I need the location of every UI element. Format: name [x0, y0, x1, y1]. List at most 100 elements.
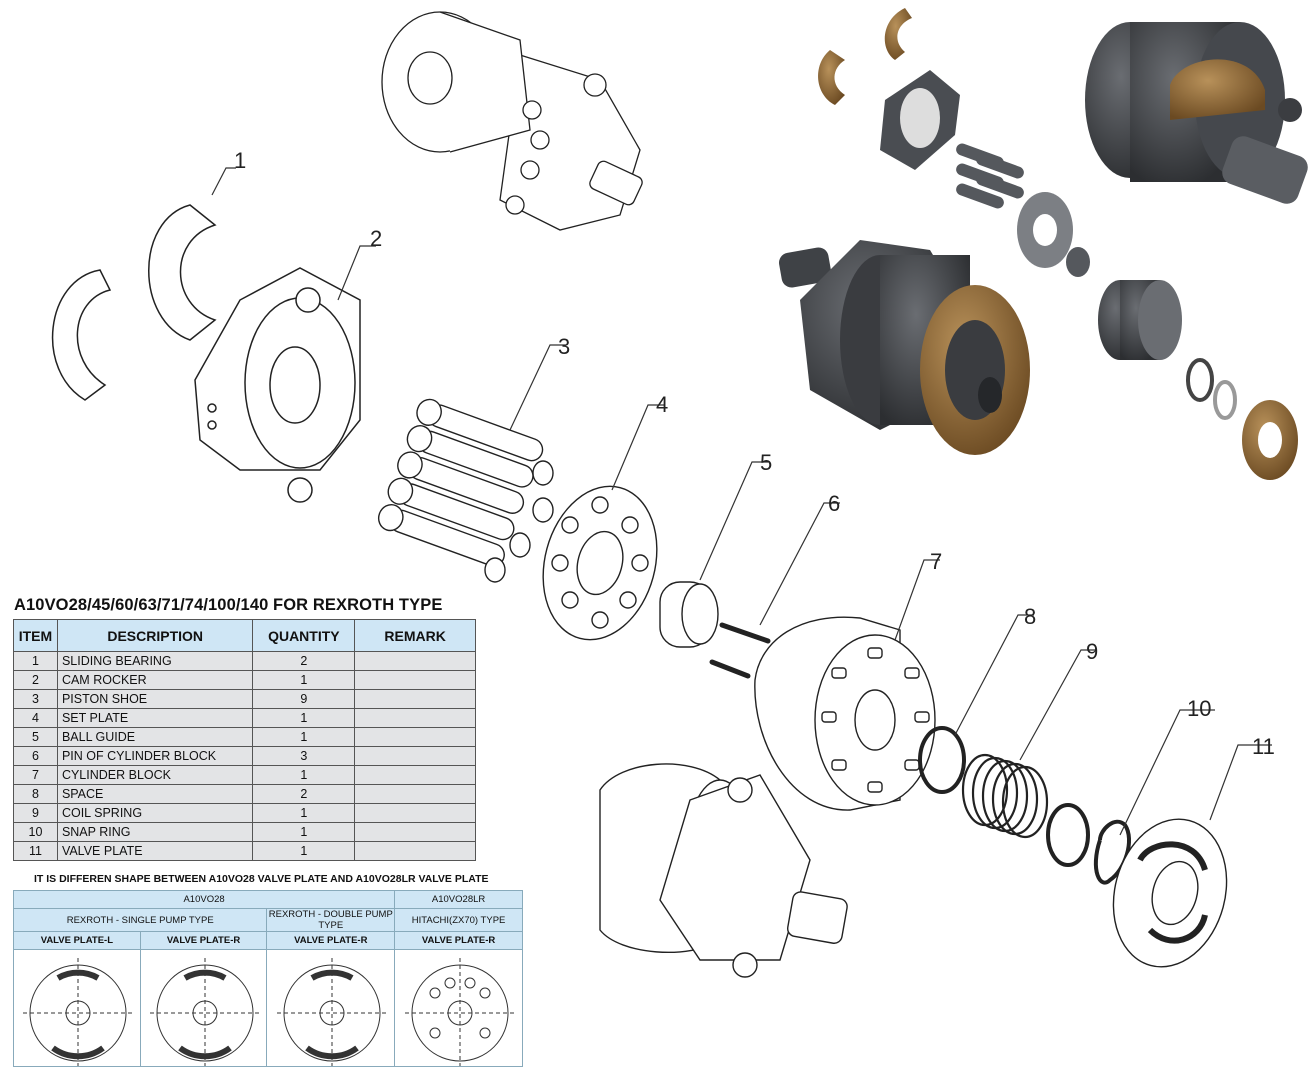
row-remark [354, 746, 476, 766]
callout-5: 5 [760, 450, 773, 475]
plate-label: VALVE PLATE-L [13, 931, 141, 950]
header-remark: REMARK [354, 619, 476, 652]
row-remark [354, 689, 476, 709]
row-quantity: 1 [252, 803, 356, 823]
plate-picture-cell [394, 949, 523, 1067]
row-remark [354, 803, 476, 823]
row-description: CAM ROCKER [56, 670, 254, 690]
cylinder-pins-drawing [709, 622, 771, 679]
row-quantity: 1 [252, 841, 356, 861]
plate-label: VALVE PLATE-R [394, 931, 523, 950]
row-description: CYLINDER BLOCK [56, 765, 254, 785]
assembled-pump-top [381, 11, 643, 231]
row-quantity: 9 [252, 689, 356, 709]
row-item: 5 [13, 727, 58, 747]
assembled-pump-bottom [599, 763, 848, 978]
plate-label: VALVE PLATE-R [139, 931, 268, 950]
header-quantity: QUANTITY [252, 619, 356, 652]
plate-picture-cell [13, 949, 141, 1067]
row-item: 1 [13, 651, 58, 671]
space-ring-2-drawing [1046, 803, 1090, 867]
valve-plate-drawing [1112, 818, 1228, 968]
row-item: 10 [13, 822, 58, 842]
row-remark [354, 651, 476, 671]
model-b-header: A10VO28LR [394, 890, 523, 909]
header-item: ITEM [13, 619, 58, 652]
plate-label: VALVE PLATE-R [266, 931, 396, 950]
row-remark [354, 784, 476, 804]
row-item: 2 [13, 670, 58, 690]
row-description: PISTON SHOE [56, 689, 254, 709]
row-quantity: 1 [252, 727, 356, 747]
callout-7: 7 [930, 549, 943, 574]
coil-spring-drawing [961, 753, 1049, 839]
model-a-header: A10VO28 [12, 890, 396, 909]
cam-rocker-drawing [194, 267, 361, 503]
row-remark [354, 670, 476, 690]
row-quantity: 2 [252, 784, 356, 804]
parts-table-title: A10VO28/45/60/63/71/74/100/140 FOR REXRO… [14, 596, 443, 614]
row-quantity: 2 [252, 651, 356, 671]
parts-table-header: ITEM DESCRIPTION QUANTITY REMARK [13, 619, 476, 652]
row-description: VALVE PLATE [56, 841, 254, 861]
rendered-exploded-parts [818, 8, 1298, 480]
row-remark [354, 765, 476, 785]
row-description: SET PLATE [56, 708, 254, 728]
header-description: DESCRIPTION [56, 619, 254, 652]
row-remark [354, 822, 476, 842]
plate-picture-cell [266, 949, 396, 1067]
row-item: 7 [13, 765, 58, 785]
callout-10: 10 [1187, 696, 1212, 721]
row-description: SLIDING BEARING [56, 651, 254, 671]
row-quantity: 1 [252, 670, 356, 690]
callout-6: 6 [828, 491, 841, 516]
row-description: COIL SPRING [56, 803, 254, 823]
row-description: SPACE [56, 784, 254, 804]
piston-shoe-drawing [377, 398, 554, 583]
callout-1: 1 [234, 148, 247, 173]
valve-plate-note: IT IS DIFFEREN SHAPE BETWEEN A10VO28 VAL… [34, 873, 489, 885]
row-item: 3 [13, 689, 58, 709]
set-plate-drawing [542, 485, 658, 641]
row-description: SNAP RING [56, 822, 254, 842]
sliding-bearing-drawing [51, 204, 217, 401]
row-item: 11 [13, 841, 58, 861]
row-item: 4 [13, 708, 58, 728]
rendered-pump-middle [779, 240, 1030, 455]
callout-11: 11 [1252, 734, 1275, 759]
row-quantity: 1 [252, 765, 356, 785]
valve-plate-table: A10VO28 A10VO28LR REXROTH - SINGLE PUMP … [12, 890, 523, 1067]
row-description: PIN OF CYLINDER BLOCK [56, 746, 254, 766]
plate-picture-cell [139, 949, 268, 1067]
callout-4: 4 [656, 392, 669, 417]
callout-2: 2 [370, 226, 383, 251]
callout-9: 9 [1086, 639, 1099, 664]
row-item: 8 [13, 784, 58, 804]
type-hitachi-header: HITACHI(ZX70) TYPE [394, 908, 523, 932]
row-remark [354, 708, 476, 728]
row-quantity: 1 [252, 708, 356, 728]
callout-3: 3 [558, 334, 571, 359]
ball-guide-drawing [659, 581, 719, 648]
row-remark [354, 727, 476, 747]
cylinder-block-drawing [754, 616, 936, 811]
row-remark [354, 841, 476, 861]
type-single-header: REXROTH - SINGLE PUMP TYPE [12, 908, 268, 932]
callout-8: 8 [1024, 604, 1037, 629]
space-ring-drawing [918, 726, 966, 794]
row-quantity: 3 [252, 746, 356, 766]
row-item: 9 [13, 803, 58, 823]
